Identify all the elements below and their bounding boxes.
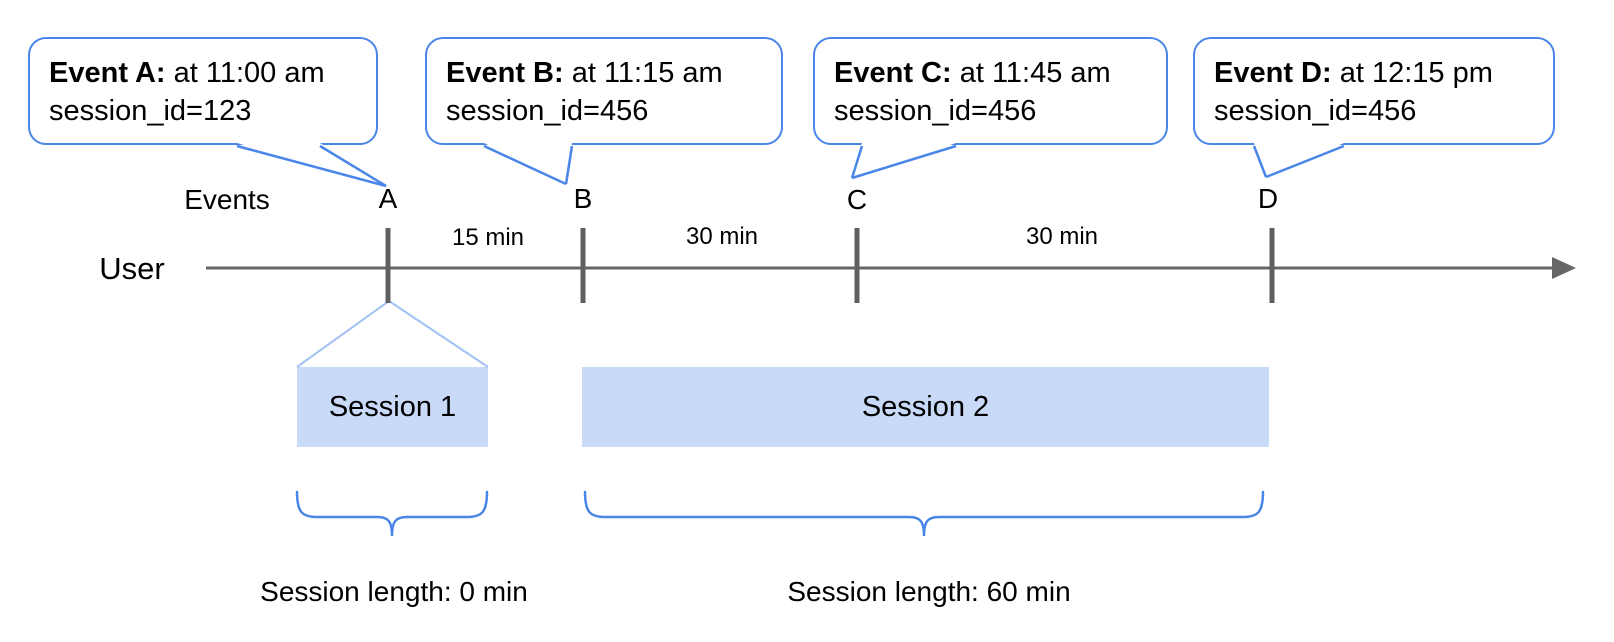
- event-a-bubble-tail: [237, 143, 386, 185]
- event-c-time: at 11:45 am: [959, 57, 1111, 89]
- event-d-bubble-line1: Event D: at 12:15 pm: [1214, 54, 1553, 92]
- event-d-tail-edge: [1252, 145, 1268, 178]
- event-a-title: Event A:: [49, 57, 166, 89]
- event-a-bubble-line1: Event A: at 11:00 am: [49, 54, 376, 92]
- event-c-bubble-tail: [852, 143, 956, 177]
- event-c-title: Event C:: [834, 57, 952, 89]
- user-row-label: User: [99, 251, 165, 286]
- event-c-letter: C: [846, 184, 868, 215]
- timeline-arrowhead-icon: [1552, 257, 1576, 279]
- event-b-tail-edge: [483, 144, 567, 186]
- event-b-time: at 11:15 am: [571, 57, 723, 89]
- event-b-tail-edge: [564, 145, 574, 185]
- interval-a-b-label: 15 min: [451, 224, 525, 251]
- session-2-length-label: Session length: 60 min: [787, 576, 1071, 607]
- event-a-session-id: session_id=123: [49, 95, 252, 127]
- event-a-time: at 11:00 am: [173, 57, 325, 89]
- session-2-brace: [583, 490, 1265, 537]
- event-a-tail-edge: [319, 144, 387, 188]
- event-a-letter: A: [378, 183, 398, 214]
- interval-b-c-label: 30 min: [685, 223, 759, 250]
- event-c-tail-edge: [851, 144, 957, 180]
- event-d-session-id: session_id=456: [1214, 95, 1417, 127]
- event-c-bubble: Event C: at 11:45 am session_id=456: [813, 37, 1168, 145]
- event-d-tail-edge: [1265, 144, 1345, 179]
- session-2-label: Session 2: [861, 390, 990, 423]
- event-d-bubble-tail: [1254, 143, 1344, 176]
- session-1-brace: [295, 490, 489, 537]
- event-d-title: Event D:: [1214, 57, 1332, 89]
- session-2-bar: Session 2: [582, 367, 1269, 447]
- event-c-session-id: session_id=456: [834, 95, 1037, 127]
- event-a-bubble: Event A: at 11:00 am session_id=123: [28, 37, 378, 145]
- event-c-tail-edge: [850, 145, 864, 179]
- session-1-funnel-right-line: [388, 300, 489, 368]
- event-c-bubble-line1: Event C: at 11:45 am: [834, 54, 1166, 92]
- event-d-letter: D: [1257, 183, 1279, 214]
- events-row-label: Events: [184, 184, 270, 215]
- event-b-letter: B: [573, 183, 593, 214]
- interval-c-d-label: 30 min: [1025, 223, 1099, 250]
- event-b-bubble-tail: [484, 143, 572, 183]
- event-b-session-id: session_id=456: [446, 95, 649, 127]
- session-1-length-label: Session length: 0 min: [260, 576, 528, 607]
- event-b-bubble: Event B: at 11:15 am session_id=456: [425, 37, 783, 145]
- event-d-bubble: Event D: at 12:15 pm session_id=456: [1193, 37, 1555, 145]
- session-1-bar: Session 1: [297, 367, 488, 447]
- event-b-bubble-line1: Event B: at 11:15 am: [446, 54, 781, 92]
- event-d-time: at 12:15 pm: [1339, 57, 1493, 89]
- event-a-tail-edge: [236, 144, 387, 188]
- session-1-funnel-left-line: [296, 300, 390, 368]
- event-b-title: Event B:: [446, 57, 564, 89]
- session-1-label: Session 1: [328, 390, 457, 423]
